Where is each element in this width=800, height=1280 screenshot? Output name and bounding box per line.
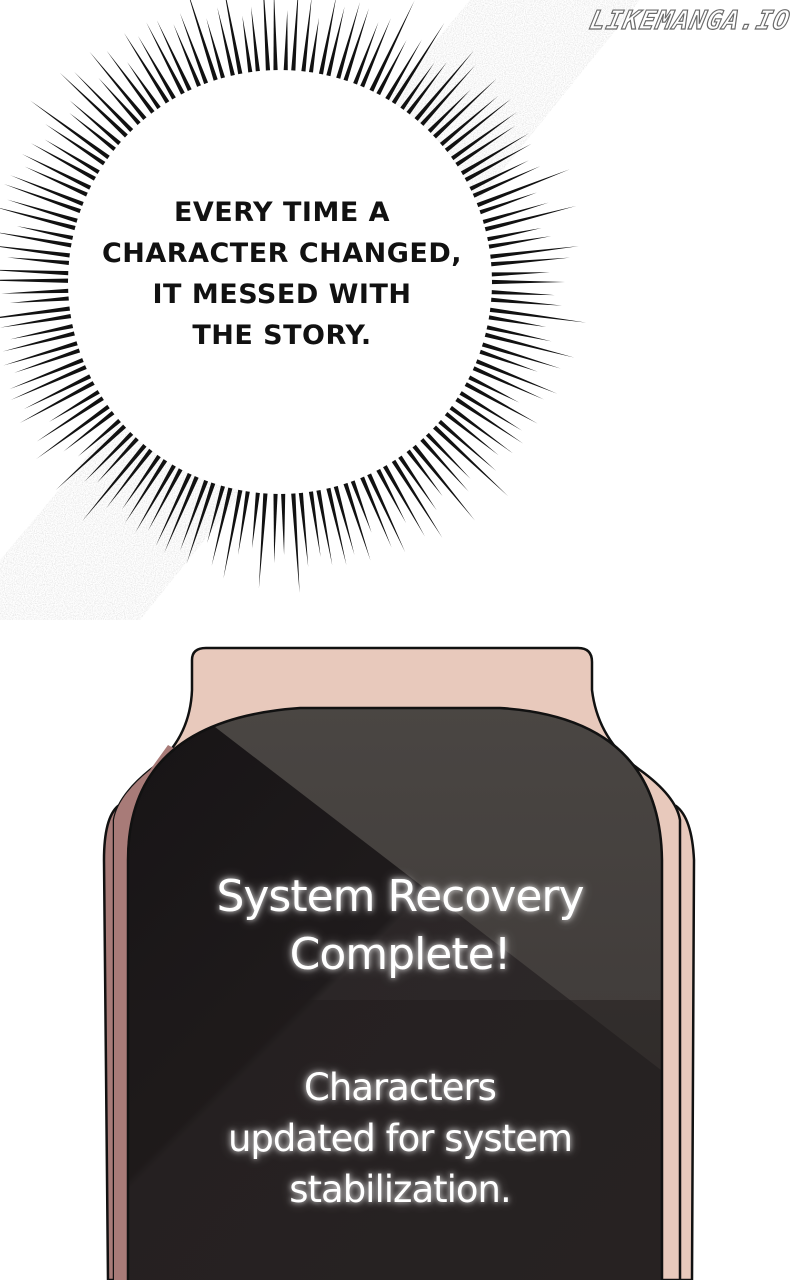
site-watermark: LIKEMANGA.IO — [586, 5, 794, 36]
burst-lines — [0, 0, 587, 594]
narration-line: THE STORY. — [192, 320, 372, 351]
title-line: System Recovery — [216, 871, 584, 922]
smartwatch-illustration — [102, 646, 696, 1280]
narration-line: IT MESSED WITH — [152, 279, 412, 310]
message-line: stabilization. — [289, 1168, 512, 1211]
narration-line: CHARACTER CHANGED, — [101, 238, 463, 269]
watch-screen — [128, 708, 662, 1280]
message-line: Characters — [304, 1066, 497, 1109]
narration-text: EVERY TIME A CHARACTER CHANGED, IT MESSE… — [62, 192, 502, 356]
recovery-message: Characters updated for system stabilizat… — [130, 1062, 670, 1215]
message-line: updated for system — [227, 1117, 573, 1160]
narration-panel: LIKEMANGA.IO EVERY TIME A CHARACTER CHAN… — [0, 0, 800, 620]
speed-burst-icon — [0, 0, 800, 620]
title-line: Complete! — [289, 929, 512, 980]
narration-line: EVERY TIME A — [173, 197, 391, 228]
recovery-title: System Recovery Complete! — [130, 868, 670, 984]
